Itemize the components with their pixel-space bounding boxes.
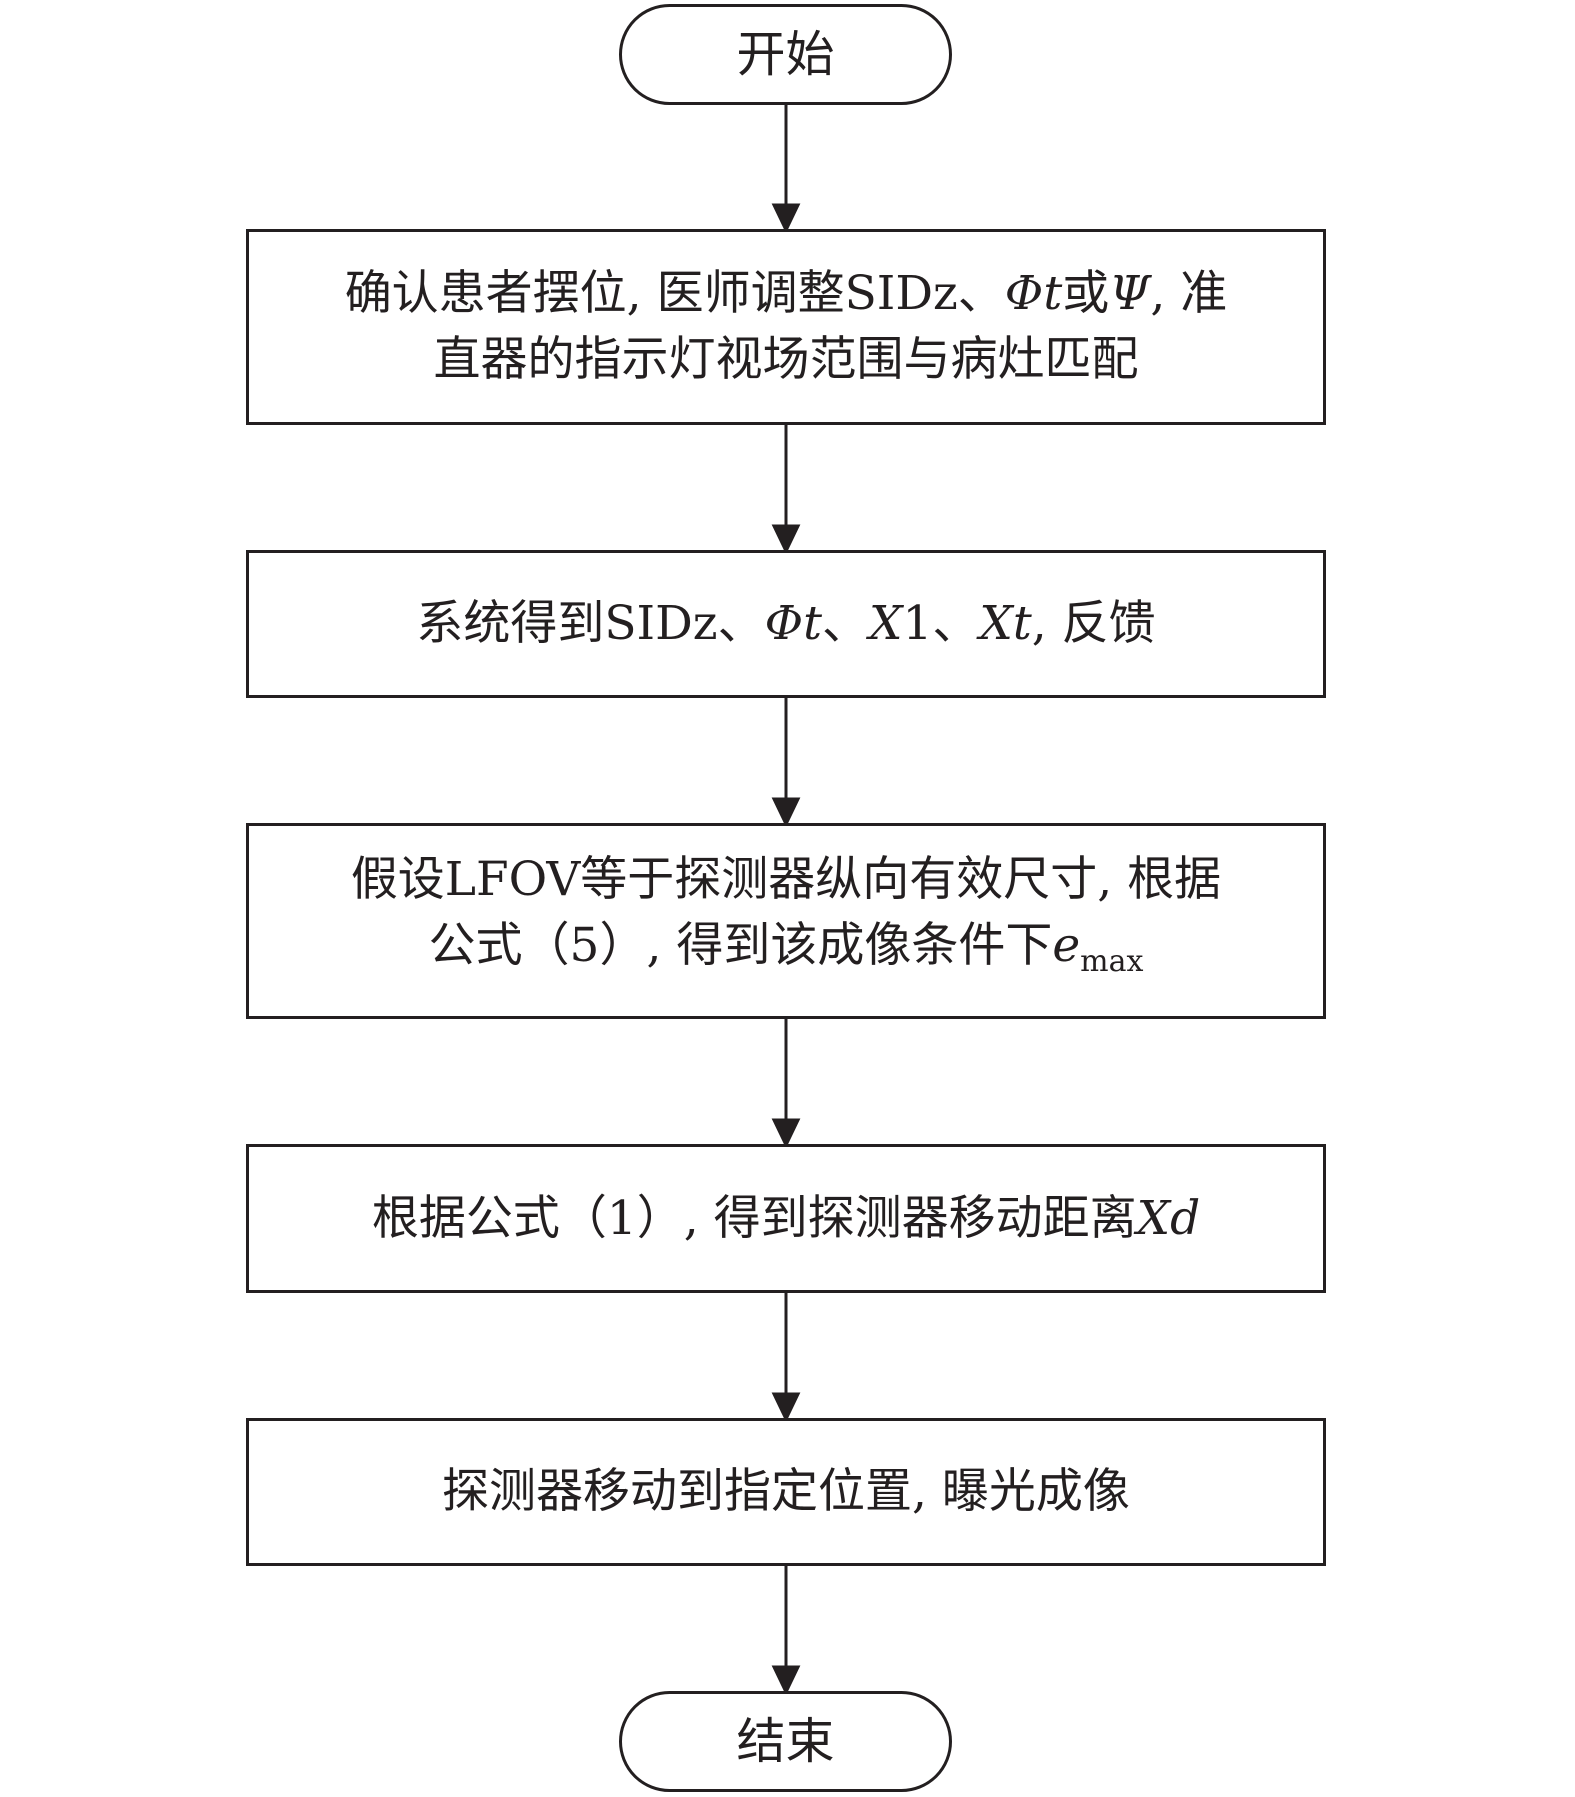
process-step-detector-distance: 根据公式（1）, 得到探测器移动距离Xd bbox=[246, 1144, 1326, 1293]
step1-line2: 直器的指示灯视场范围与病灶匹配 bbox=[433, 332, 1139, 387]
step4-main: 根据公式（1）, 得到探测器移动距离 bbox=[371, 1190, 1137, 1246]
step2-x-index: 1 bbox=[902, 596, 933, 651]
step2-xt-symbol: Xt bbox=[979, 596, 1032, 651]
process-step-confirm-positioning: 确认患者摆位, 医师调整SIDz、Φt或Ψ, 准直器的指示灯视场范围与病灶匹配 bbox=[246, 229, 1326, 425]
step1-psi-symbol: Ψ bbox=[1109, 266, 1151, 321]
step3-e-symbol: e bbox=[1052, 918, 1081, 973]
process-step-system-feedback: 系统得到SIDz、Φt、X1、Xt, 反馈 bbox=[246, 550, 1326, 698]
step2-phi-symbol: Φt bbox=[764, 596, 822, 651]
process-step-expose-image: 探测器移动到指定位置, 曝光成像 bbox=[246, 1418, 1326, 1566]
arrowhead-2 bbox=[771, 524, 801, 555]
step3-text: 假设LFOV等于探测器纵向有效尺寸, 根据公式（5）, 得到该成像条件下emax bbox=[351, 847, 1221, 995]
step3-line2: 公式（5）, 得到该成像条件下 bbox=[428, 918, 1053, 973]
start-label: 开始 bbox=[736, 25, 835, 83]
step2-part-a: 系统得到SIDz、 bbox=[416, 596, 765, 651]
step2-text: 系统得到SIDz、Φt、X1、Xt, 反馈 bbox=[416, 591, 1155, 657]
step1-or: 或 bbox=[1062, 266, 1110, 321]
arrowhead-1 bbox=[771, 203, 801, 234]
step1-line1-end: , 准 bbox=[1150, 266, 1228, 321]
step1-phi-symbol: Φt bbox=[1004, 266, 1063, 321]
step5-text: 探测器移动到指定位置, 曝光成像 bbox=[442, 1464, 1130, 1519]
step1-text: 确认患者摆位, 医师调整SIDz、Φt或Ψ, 准直器的指示灯视场范围与病灶匹配 bbox=[345, 261, 1228, 393]
arrowhead-4 bbox=[771, 1118, 801, 1149]
step2-part-d: , 反馈 bbox=[1031, 596, 1156, 651]
arrowhead-6 bbox=[771, 1665, 801, 1696]
step1-line1: 确认患者摆位, 医师调整SIDz、 bbox=[344, 266, 1005, 321]
step4-text: 根据公式（1）, 得到探测器移动距离Xd bbox=[372, 1186, 1200, 1252]
arrowhead-3 bbox=[771, 797, 801, 828]
arrowhead-5 bbox=[771, 1392, 801, 1423]
step3-e-subscript: max bbox=[1080, 944, 1144, 979]
start-terminal: 开始 bbox=[619, 4, 952, 105]
step2-sep2: 、 bbox=[932, 596, 980, 651]
end-label: 结束 bbox=[736, 1712, 835, 1770]
step3-line1: 假设LFOV等于探测器纵向有效尺寸, 根据 bbox=[350, 852, 1222, 907]
end-terminal: 结束 bbox=[619, 1691, 952, 1792]
step2-sep1: 、 bbox=[822, 596, 869, 651]
step2-x-symbol: X bbox=[869, 596, 903, 651]
step4-xd-symbol: Xd bbox=[1136, 1190, 1201, 1246]
process-step-compute-emax: 假设LFOV等于探测器纵向有效尺寸, 根据公式（5）, 得到该成像条件下emax bbox=[246, 823, 1326, 1019]
